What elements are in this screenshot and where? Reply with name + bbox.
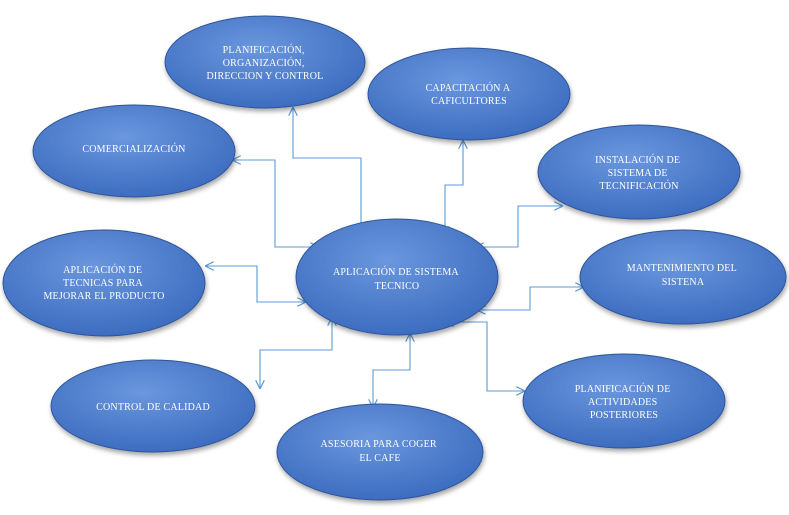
node-control-calidad: CONTROL DE CALIDAD: [50, 359, 256, 453]
connector-asesoria: [373, 334, 410, 407]
node-aplicacion-tecnicas-label: APLICACIÓN DE TECNICAS PARA MEJORAR EL P…: [43, 264, 164, 302]
node-aplicacion-tecnicas: APLICACIÓN DE TECNICAS PARA MEJORAR EL P…: [2, 229, 206, 337]
connector-planificacion-actividades: [446, 322, 524, 391]
node-planificacion-organizacion-shape: [164, 15, 366, 109]
node-asesoria: ASESORIA PARA COGER EL CAFE: [276, 403, 484, 501]
node-planificacion-actividades-shape: [522, 353, 726, 449]
node-capacitacion: CAPACITACIÓN A CAFICULTORES: [367, 47, 571, 141]
node-instalacion-label: INSTALACIÓN DE SISTEMA DE TECNIFICACIÓN: [595, 154, 683, 192]
node-instalacion-shape: [537, 124, 741, 220]
node-asesoria-shape: [276, 403, 484, 501]
node-control-calidad-label: CONTROL DE CALIDAD: [96, 402, 210, 413]
node-instalacion: INSTALACIÓN DE SISTEMA DE TECNIFICACIÓN: [537, 124, 741, 220]
node-center-shape: [295, 218, 499, 336]
connector-instalacion: [476, 206, 562, 247]
connector-planificacion-organizacion: [293, 108, 361, 234]
node-capacitacion-shape: [367, 47, 571, 141]
connector-control-calidad: [260, 318, 332, 388]
node-mantenimiento: MANTENIMIENTO DEL SISTENA: [579, 229, 787, 325]
node-comercializacion: COMERCIALIZACIÓN: [32, 104, 236, 198]
connector-comercializacion: [233, 160, 318, 247]
node-planificacion-organizacion-label: PLANIFICACIÓN, ORGANIZACIÓN, DIRECCION Y…: [207, 44, 324, 82]
node-capacitacion-label: CAPACITACIÓN A CAFICULTORES: [426, 82, 513, 107]
connectors: [206, 108, 583, 407]
node-planificacion-organizacion: PLANIFICACIÓN, ORGANIZACIÓN, DIRECCION Y…: [164, 15, 366, 109]
node-planificacion-actividades: PLANIFICACIÓN DE ACTIVIDADES POSTERIORES: [522, 353, 726, 449]
node-center: APLICACIÓN DE SISTEMA TECNICO: [295, 218, 499, 336]
connector-capacitacion: [445, 141, 463, 234]
node-comercializacion-shape: [32, 104, 236, 198]
node-mantenimiento-shape: [579, 229, 787, 325]
node-planificacion-actividades-label: PLANIFICACIÓN DE ACTIVIDADES POSTERIORES: [575, 383, 673, 421]
node-control-calidad-shape: [50, 359, 256, 453]
connector-aplicacion-tecnicas: [206, 266, 305, 302]
node-center-label: APLICACIÓN DE SISTEMA TECNICO: [333, 266, 461, 292]
node-aplicacion-tecnicas-shape: [2, 229, 206, 337]
node-comercializacion-label: COMERCIALIZACIÓN: [82, 143, 185, 155]
node-asesoria-label: ASESORIA PARA COGER EL CAFE: [321, 439, 440, 464]
node-mantenimiento-label: MANTENIMIENTO DEL SISTENA: [627, 263, 739, 288]
connector-mantenimiento: [478, 287, 583, 310]
